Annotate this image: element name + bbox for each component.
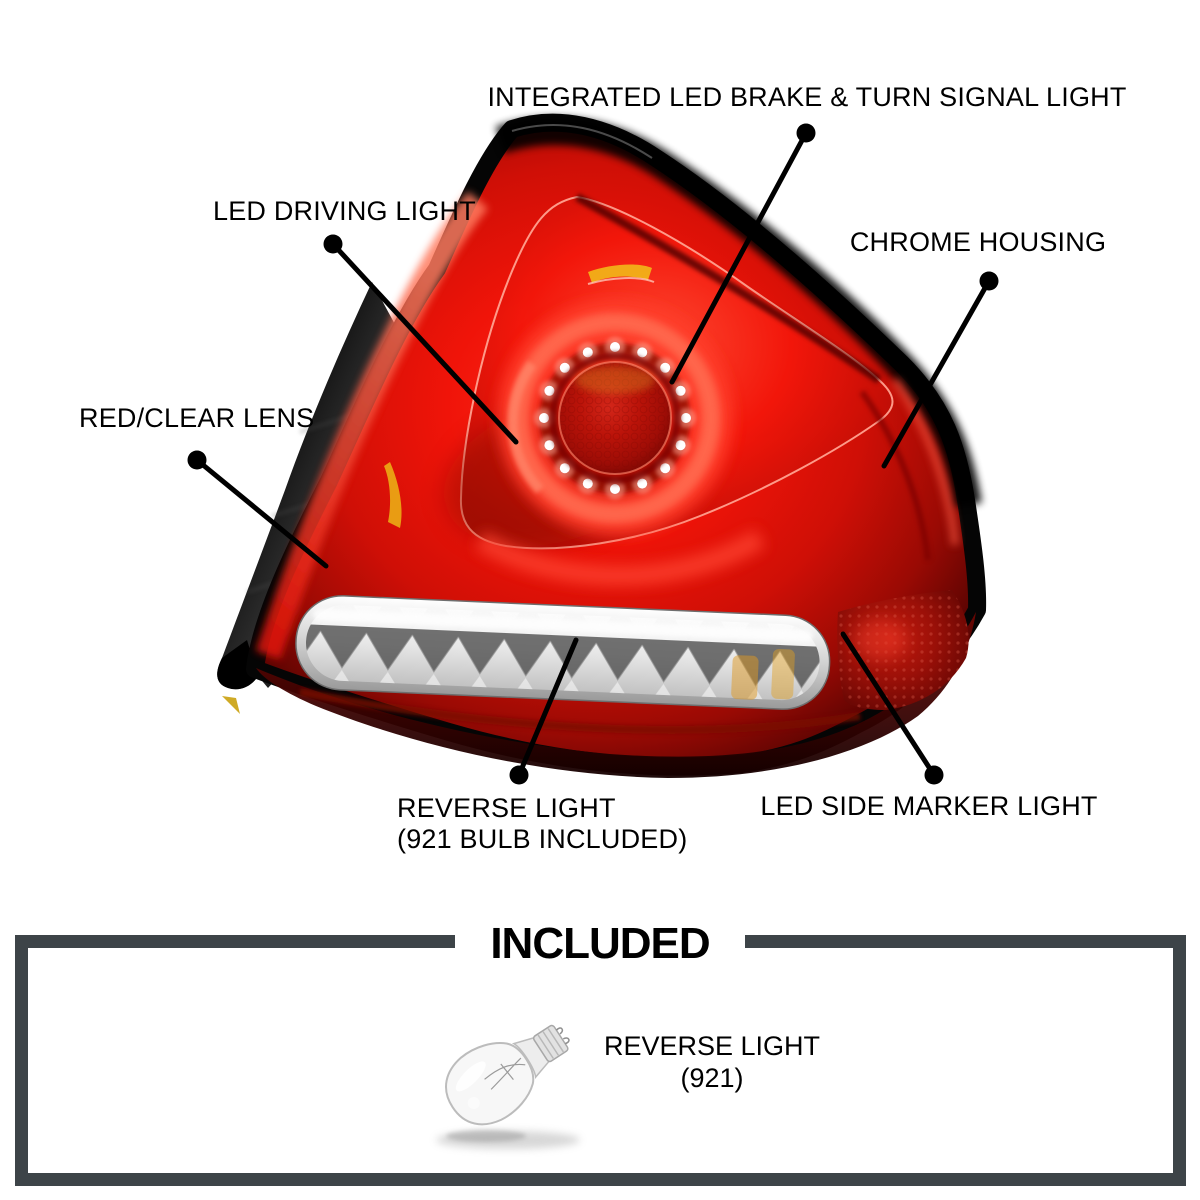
amber-edge-tip [222, 696, 240, 714]
included-item-label: REVERSE LIGHT (921) [602, 1030, 822, 1094]
included-title: INCLUDED [490, 919, 710, 968]
callout-label-red-clear-lens: RED/CLEAR LENS [79, 403, 315, 433]
included-item-part: (921) [680, 1063, 744, 1093]
reverse-label-line2: (921 BULB INCLUDED) [397, 824, 688, 854]
bulb-921 [445, 1024, 570, 1126]
bulb-contact-wires [555, 1027, 570, 1045]
reverse-bulb-image [436, 1024, 580, 1149]
lower-lip [256, 612, 976, 778]
callout-lines [187, 123, 999, 785]
bulb-filament [484, 1057, 526, 1090]
chrome-housing-reflections [859, 377, 959, 561]
reflector-amber-tint [575, 366, 655, 394]
led-side-marker-lens [837, 590, 969, 710]
callout-label-chrome-housing: CHROME HOUSING [849, 227, 1107, 257]
callout-brake-turn [669, 123, 816, 385]
callout-label-side-marker: LED SIDE MARKER LIGHT [760, 791, 1098, 821]
callout-driving-light [323, 234, 519, 445]
callout-label-brake-turn: INTEGRATED LED BRAKE & TURN SIGNAL LIGHT [487, 82, 1127, 112]
tail-light-photo [217, 113, 987, 778]
callout-red-clear-lens [187, 450, 329, 569]
included-section-frame: INCLUDED [15, 915, 1186, 1186]
housing-and-lens [246, 113, 987, 778]
housing-top-rim [495, 117, 982, 508]
callout-label-reverse-light: REVERSE LIGHT (921 BULB INCLUDED) [397, 793, 687, 855]
callout-label-driving-light: LED DRIVING LIGHT [213, 196, 476, 226]
callout-chrome-housing [881, 271, 999, 469]
amber-reflector [384, 264, 655, 528]
callout-side-marker [840, 631, 944, 785]
amber-hint [731, 655, 759, 700]
led-dots [534, 337, 696, 499]
reverse-label-line1: REVERSE LIGHT [397, 793, 616, 823]
led-halo-assembly [498, 301, 732, 535]
included-item-name: REVERSE LIGHT [603, 1031, 821, 1061]
included-title-box: INCLUDED [455, 915, 745, 973]
amber-hint [771, 648, 795, 700]
lens-left-glow-band [255, 191, 489, 660]
halo-tube-bottom [474, 529, 766, 586]
reverse-light-lens [295, 595, 831, 710]
callout-reverse-light [509, 637, 579, 785]
